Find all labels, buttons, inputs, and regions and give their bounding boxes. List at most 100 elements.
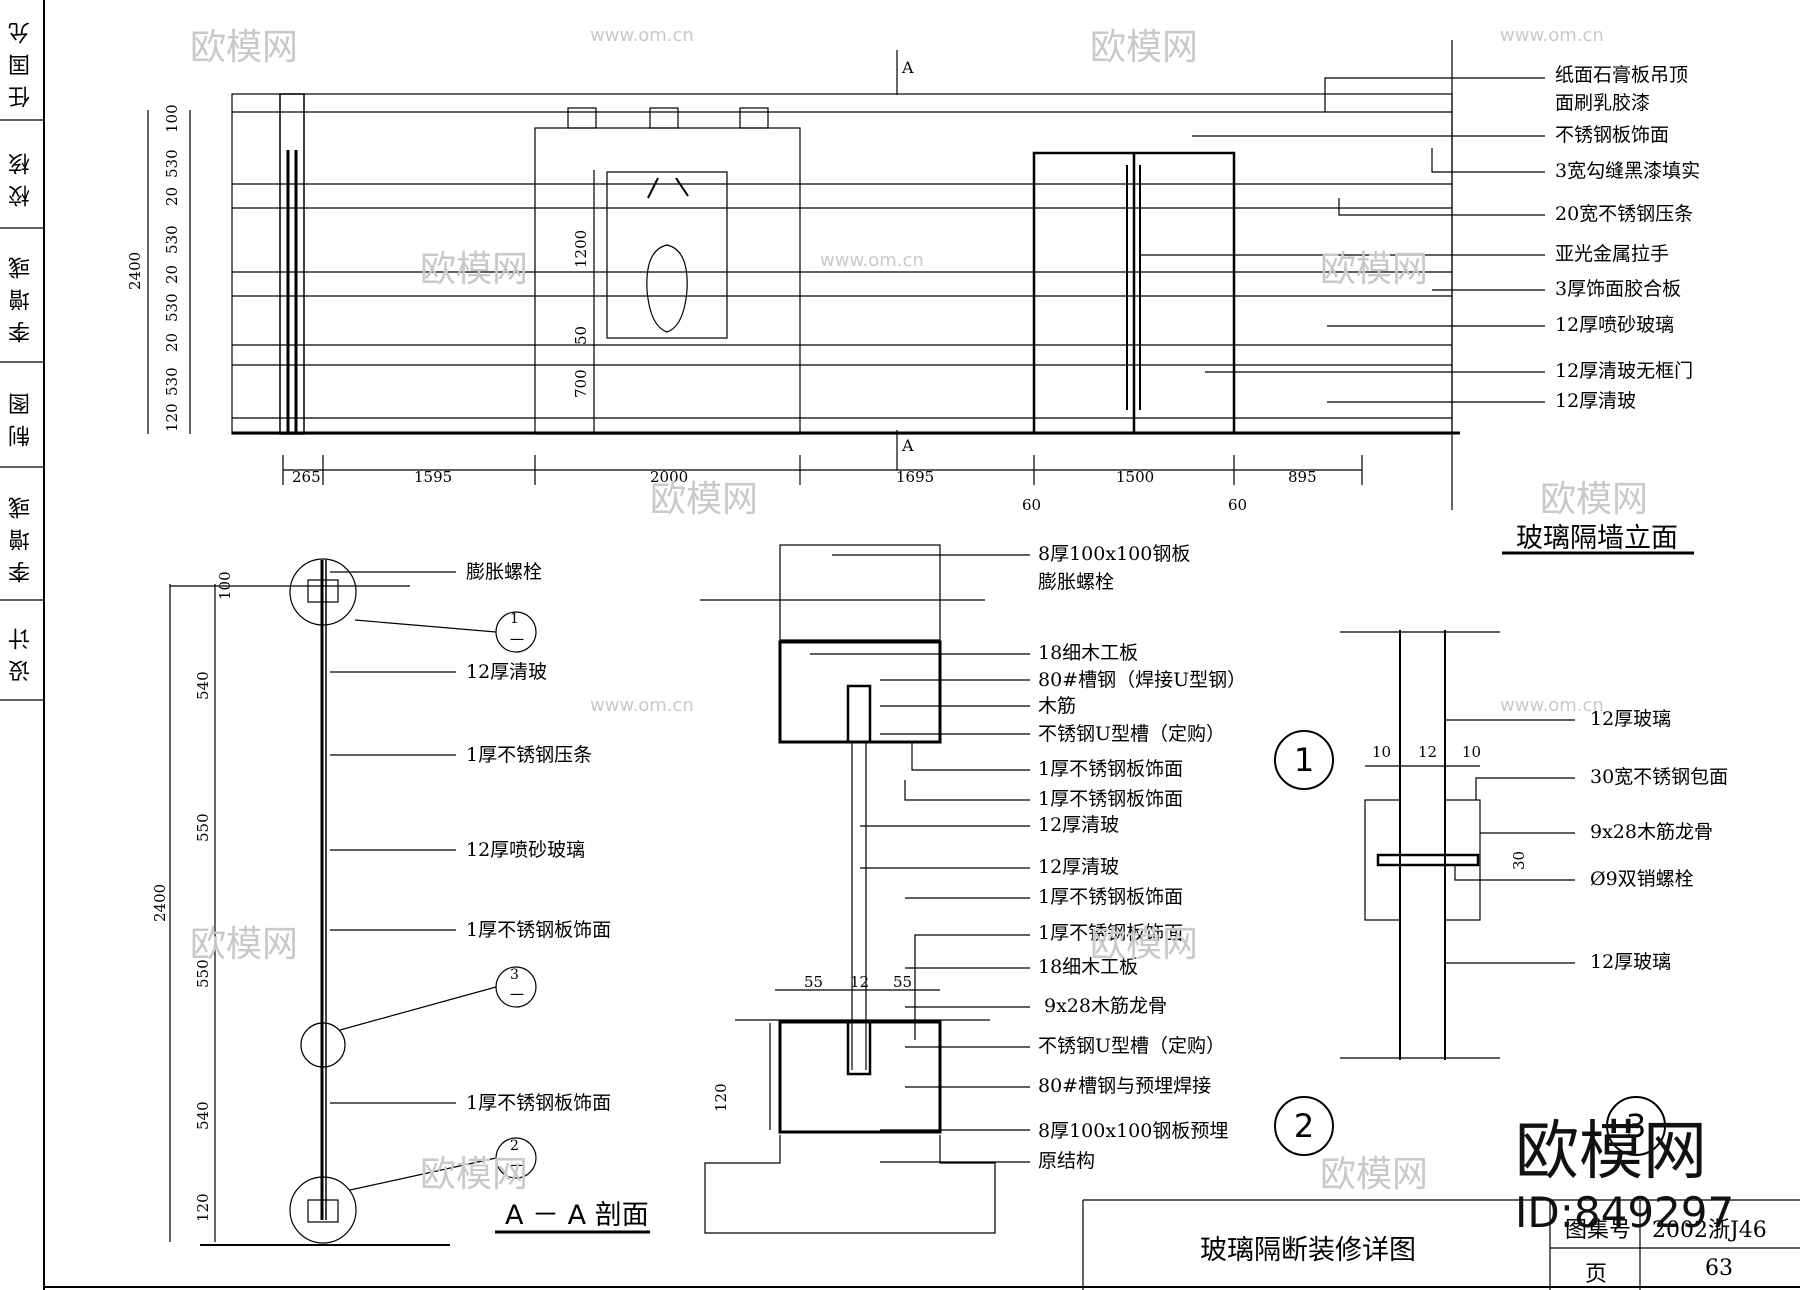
page-label: 页: [1585, 1262, 1608, 1287]
dim: 50: [572, 325, 590, 345]
dim: 100: [216, 571, 234, 600]
dim: 12: [850, 973, 870, 991]
detail-1-drawing: [1340, 630, 1575, 1060]
watermark-brand: 欧模网: [1090, 924, 1199, 965]
callout-label: 不锈钢板饰面: [1555, 124, 1670, 146]
dim: 120: [712, 1083, 730, 1112]
callout-label: 1厚不锈钢压条: [466, 744, 593, 766]
detail-ref-num: 2: [510, 1138, 519, 1154]
watermark-brand: 欧模网: [1090, 27, 1199, 68]
callout-label: 1厚不锈钢板饰面: [1038, 788, 1184, 810]
drawing-title: 玻璃隔断装修详图: [1200, 1235, 1416, 1266]
watermark-url: www.om.cn: [590, 695, 694, 716]
dim: 700: [572, 369, 590, 398]
watermark-url: www.om.cn: [590, 25, 694, 46]
watermark-brand: 欧模网: [420, 1154, 529, 1195]
callout-label: 1厚不锈钢板饰面: [466, 1092, 612, 1114]
dim: 550: [194, 813, 212, 842]
callout-label: 原结构: [1038, 1150, 1096, 1172]
callout-label: 18细木工板: [1038, 956, 1139, 978]
watermark-url: www.om.cn: [820, 250, 924, 271]
dim: 1200: [572, 229, 590, 268]
dim: 540: [194, 1101, 212, 1130]
watermark-id: ID:849297: [1515, 1188, 1735, 1237]
dim: 12: [1418, 743, 1438, 761]
callout-label: 20宽不锈钢压条: [1555, 203, 1694, 225]
callout-label: 木筋: [1038, 695, 1077, 717]
brand-logo: 欧模网: [1515, 1115, 1707, 1189]
callout-label: 不锈钢U型槽（定购）: [1038, 1035, 1226, 1057]
dim: 20: [163, 186, 181, 206]
dim: 265: [292, 468, 321, 486]
detail-ref-sheet: 一: [510, 988, 524, 1004]
watermark-brand: 欧模网: [650, 479, 759, 520]
watermark-brand: 欧模网: [1540, 479, 1649, 520]
dim: 530: [163, 293, 181, 322]
dim: 1595: [414, 468, 453, 486]
dim: 1500: [1116, 468, 1155, 486]
detail-2-drawing: [700, 544, 1030, 1234]
callout-label: 12厚清玻无框门: [1555, 360, 1694, 382]
detail-2-marker: 2: [1274, 1096, 1334, 1156]
callout-label: 纸面石膏板吊顶: [1555, 64, 1689, 86]
detail-ref-sheet: 一: [510, 1159, 524, 1175]
dim: 55: [893, 973, 913, 991]
detail-ref-num: 3: [510, 967, 519, 983]
dim-total: 2400: [151, 883, 169, 922]
watermark-url: www.om.cn: [1500, 695, 1604, 716]
section-title: A － A 剖面: [505, 1200, 649, 1231]
dim: 530: [163, 367, 181, 396]
callout-label: 亚光金属拉手: [1555, 243, 1670, 265]
dim: 120: [194, 1193, 212, 1222]
atlas-value: 2002浙J46: [1652, 1218, 1767, 1243]
callout-label: 1厚不锈钢板饰面: [466, 919, 612, 941]
dim: 540: [194, 671, 212, 700]
dim: 10: [1462, 743, 1482, 761]
callout-label: 1厚不锈钢板饰面: [1038, 758, 1184, 780]
dim: 120: [163, 403, 181, 432]
watermark-brand: 欧模网: [1320, 1154, 1429, 1195]
dim-total: 2400: [126, 251, 144, 290]
callout-label: 12厚清玻: [1038, 856, 1120, 878]
callout-label: 30宽不锈钢包面: [1590, 766, 1729, 788]
dim: 60: [1022, 496, 1042, 514]
callout-label: 12厚喷砂玻璃: [1555, 314, 1675, 336]
callout-label: 18细木工板: [1038, 642, 1139, 664]
dim: 10: [1372, 743, 1392, 761]
dim: 895: [1288, 468, 1317, 486]
section-mark: A: [902, 58, 914, 77]
callout-label: 80#槽钢（焊接U型钢）: [1038, 669, 1247, 691]
callout-label: 12厚清玻: [466, 661, 548, 683]
atlas-label: 图集号: [1565, 1218, 1632, 1243]
section-mark: A: [902, 436, 914, 455]
dim: 530: [163, 149, 181, 178]
detail-1-marker: 1: [1274, 730, 1334, 790]
detail-3-marker: 3: [1606, 1096, 1666, 1156]
callout-label: 12厚清玻: [1555, 390, 1637, 412]
callout-label: 12厚喷砂玻璃: [466, 839, 586, 861]
callout-label: 3宽勾缝黑漆填实: [1555, 160, 1701, 182]
detail-ref-num: 1: [510, 611, 519, 627]
callout-label: 8厚100x100钢板预埋: [1038, 1120, 1229, 1142]
callout-label: 8厚100x100钢板: [1038, 543, 1191, 565]
callout-label: 面刷乳胶漆: [1555, 92, 1651, 114]
watermark-brand: 欧模网: [190, 924, 299, 965]
callout-label: 1厚不锈钢板饰面: [1038, 922, 1184, 944]
callout-label: 3厚饰面胶合板: [1555, 278, 1682, 300]
detail-ref-sheet: 一: [510, 633, 524, 649]
callout-label: 12厚玻璃: [1590, 951, 1672, 973]
dim: 20: [163, 332, 181, 352]
callout-label: 膨胀螺栓: [1038, 571, 1115, 593]
dim: 1695: [896, 468, 935, 486]
watermark-url: www.om.cn: [1500, 25, 1604, 46]
dim: 55: [804, 973, 824, 991]
callout-label: 不锈钢U型槽（定购）: [1038, 723, 1226, 745]
callout-label: 膨胀螺栓: [466, 561, 543, 583]
dim: 100: [163, 104, 181, 133]
dim: 30: [1510, 850, 1528, 870]
elevation-title: 玻璃隔墙立面: [1516, 523, 1678, 554]
callout-label: 9x28木筋龙骨: [1590, 821, 1713, 843]
callout-label: 80#槽钢与预埋焊接: [1038, 1075, 1212, 1097]
elevation-drawing: [147, 40, 1545, 510]
